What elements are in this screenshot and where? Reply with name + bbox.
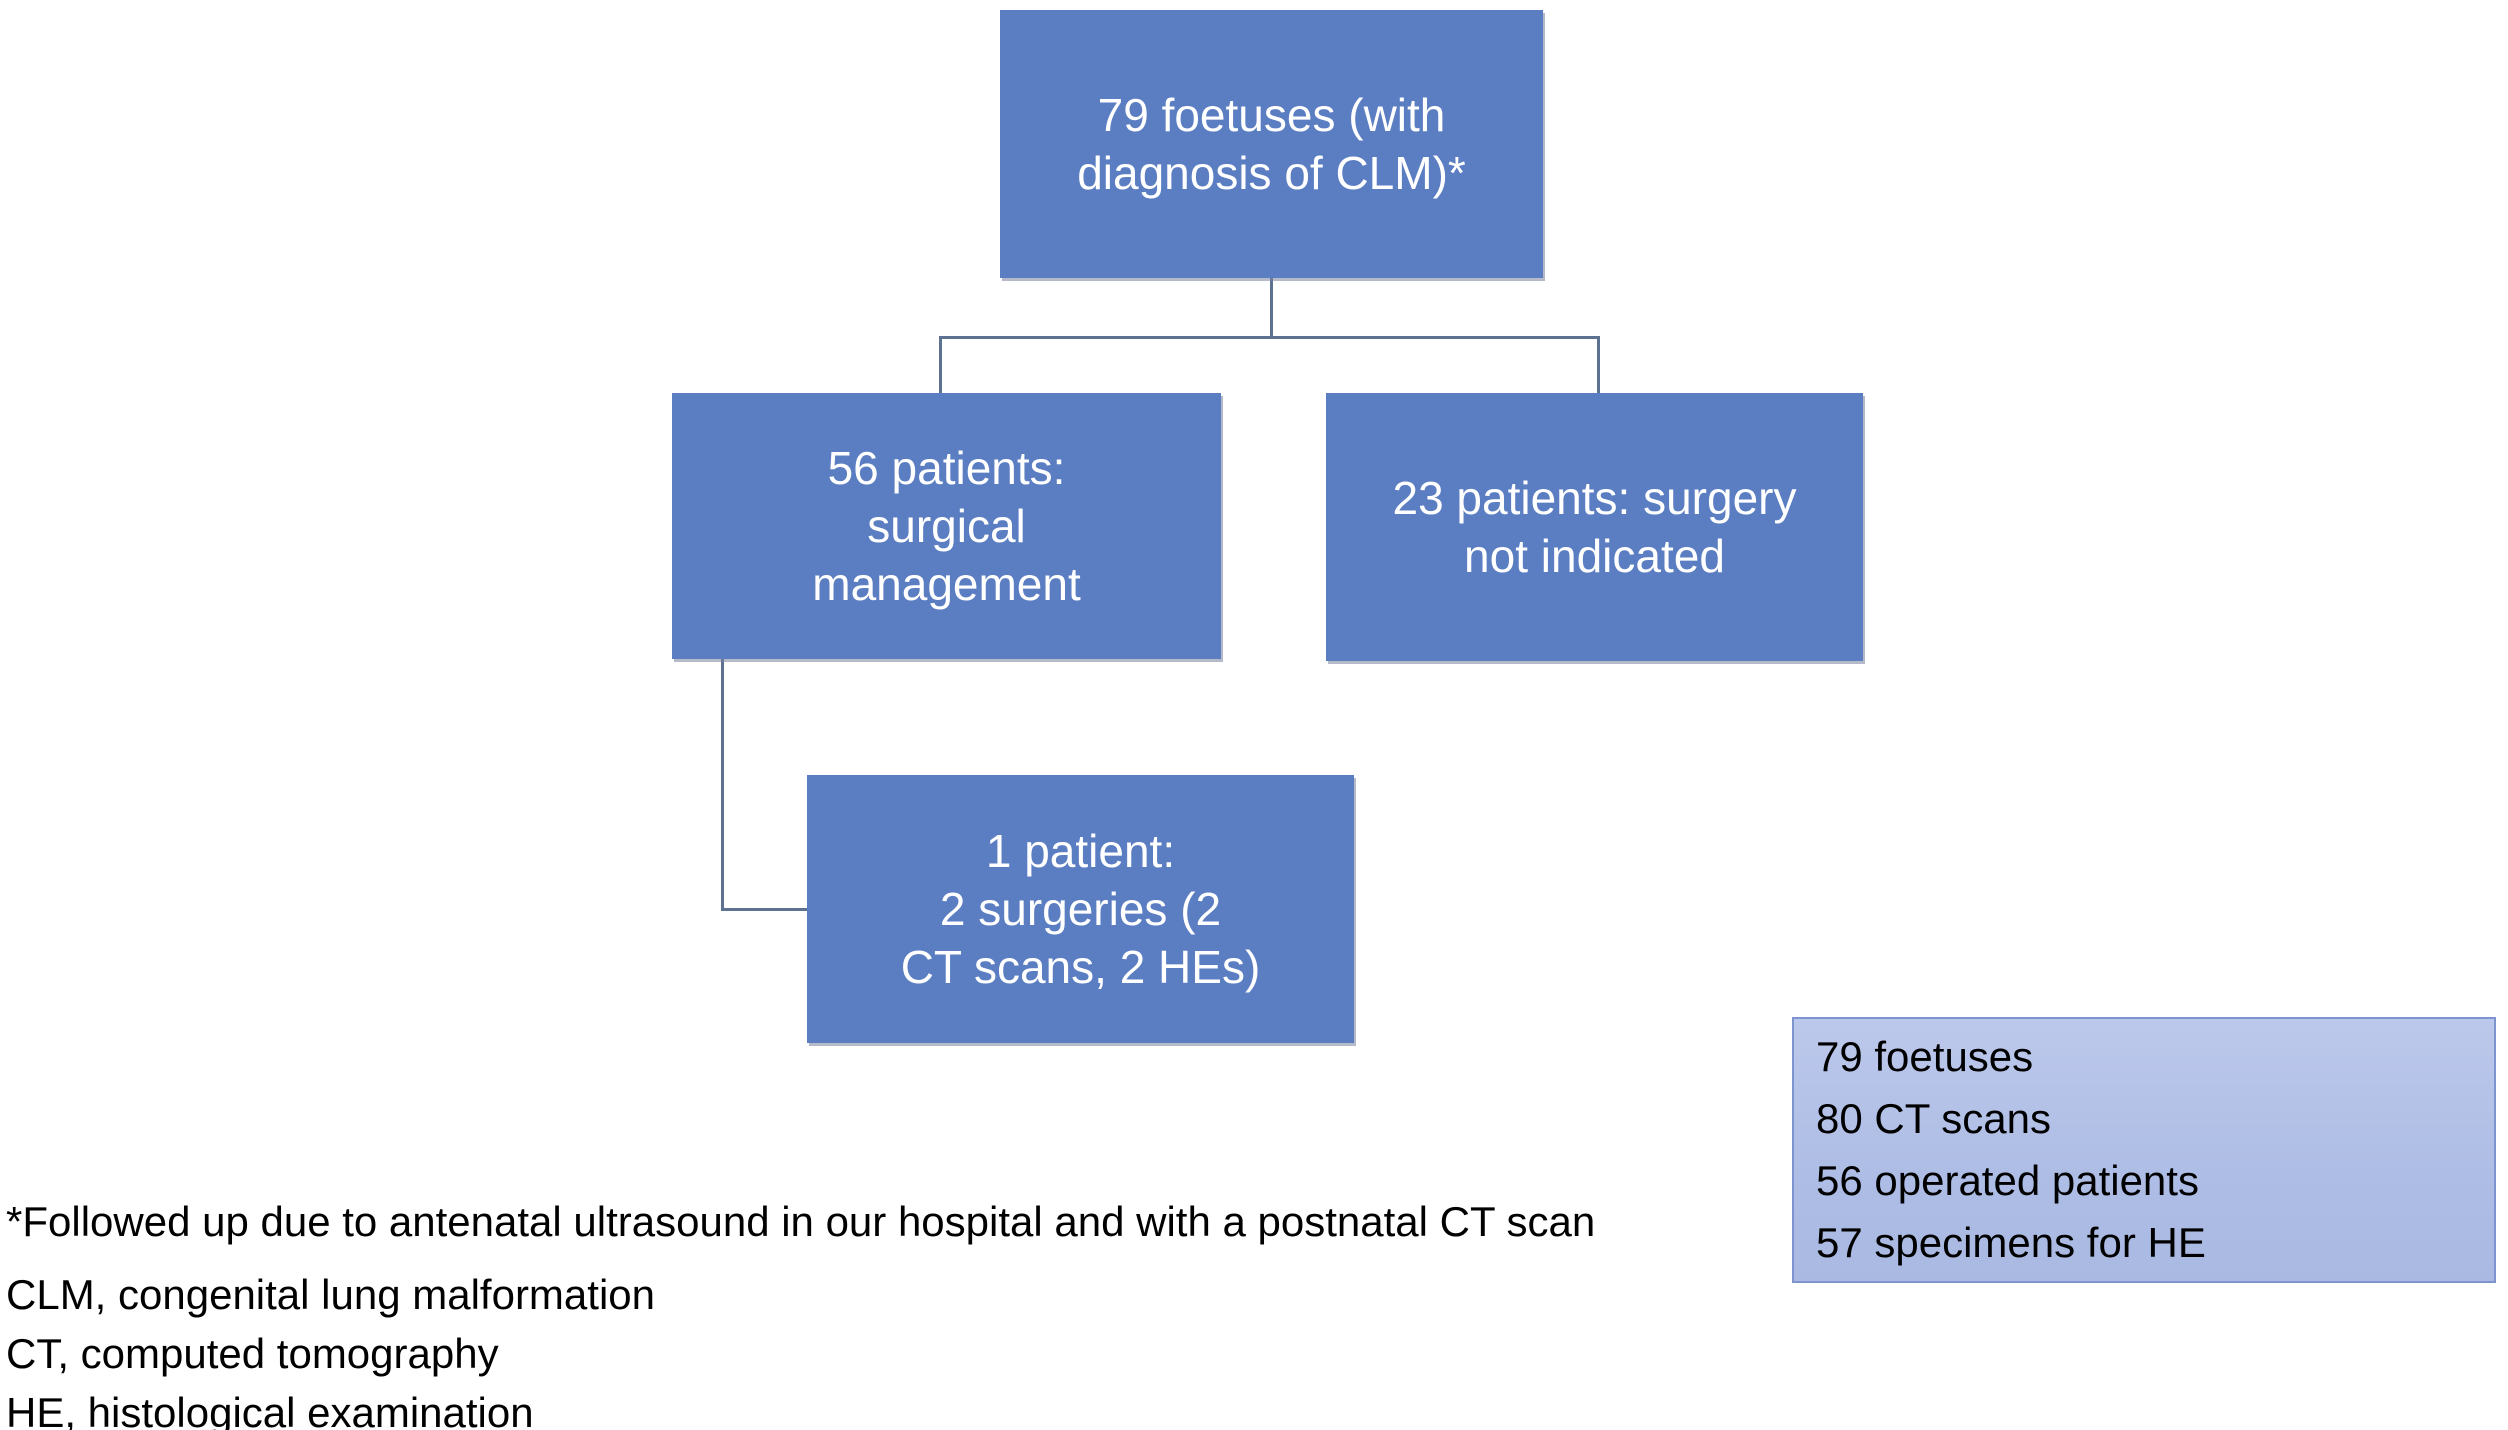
summary-line-foetuses: 79 foetuses	[1816, 1033, 2034, 1080]
summary-line-specimens: 57 specimens for HE	[1816, 1219, 2206, 1266]
flow-node-total-foetuses: 79 foetuses (with diagnosis of CLM)*	[1000, 10, 1543, 278]
connector-branch-left-drop	[939, 336, 942, 393]
flow-node-reoperated-patient: 1 patient: 2 surgeries (2 CT scans, 2 HE…	[807, 775, 1354, 1043]
footnote-followed-up: *Followed up due to antenatal ultrasound…	[6, 1198, 1596, 1245]
footnote-clm: CLM, congenital lung malformation	[6, 1271, 655, 1318]
connector-root-stem	[1270, 278, 1273, 338]
connector-elbow-vertical	[721, 659, 724, 911]
summary-line-operated: 56 operated patients	[1816, 1157, 2199, 1204]
connector-branch-right-drop	[1597, 336, 1600, 393]
footnotes-block: *Followed up due to antenatal ultrasound…	[6, 1192, 1686, 1430]
connector-branch-horizontal	[939, 336, 1600, 339]
connector-elbow-horizontal	[721, 908, 808, 911]
flow-node-surgical-management: 56 patients: surgical management	[672, 393, 1221, 659]
summary-line-ct-scans: 80 CT scans	[1816, 1095, 2051, 1142]
footnote-he: HE, histological examination	[6, 1389, 534, 1430]
footnote-ct: CT, computed tomography	[6, 1330, 499, 1377]
summary-totals-box: 79 foetuses 80 CT scans 56 operated pati…	[1792, 1017, 2496, 1283]
flow-node-surgery-not-indicated: 23 patients: surgery not indicated	[1326, 393, 1863, 661]
